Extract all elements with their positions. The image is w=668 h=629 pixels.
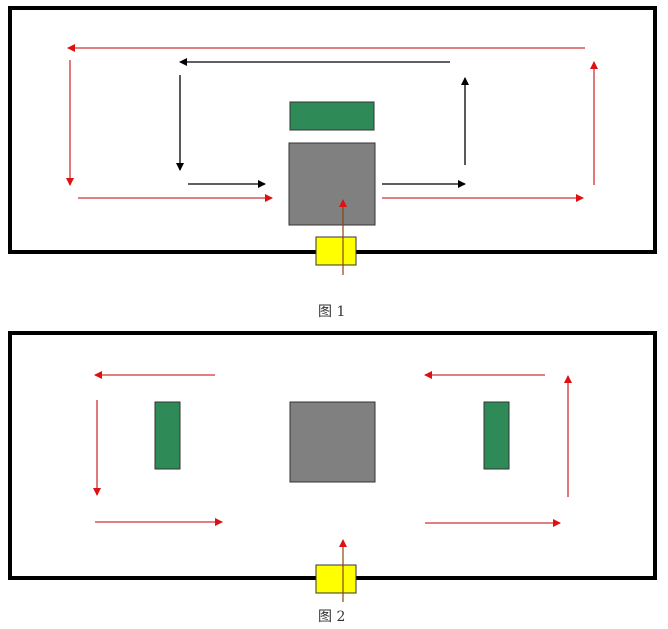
green-block-right	[483, 401, 510, 470]
gray-block	[289, 401, 376, 483]
figure-1: 图 1	[8, 6, 657, 320]
figure-2: 图 2	[8, 331, 657, 625]
entrance-yellow-block	[315, 236, 357, 266]
green-block-left	[154, 401, 181, 470]
gray-block	[288, 142, 376, 226]
figure-2-caption: 图 2	[318, 609, 345, 625]
entrance-yellow-block	[315, 564, 357, 594]
green-block	[289, 101, 375, 131]
figure-1-caption: 图 1	[318, 304, 345, 320]
